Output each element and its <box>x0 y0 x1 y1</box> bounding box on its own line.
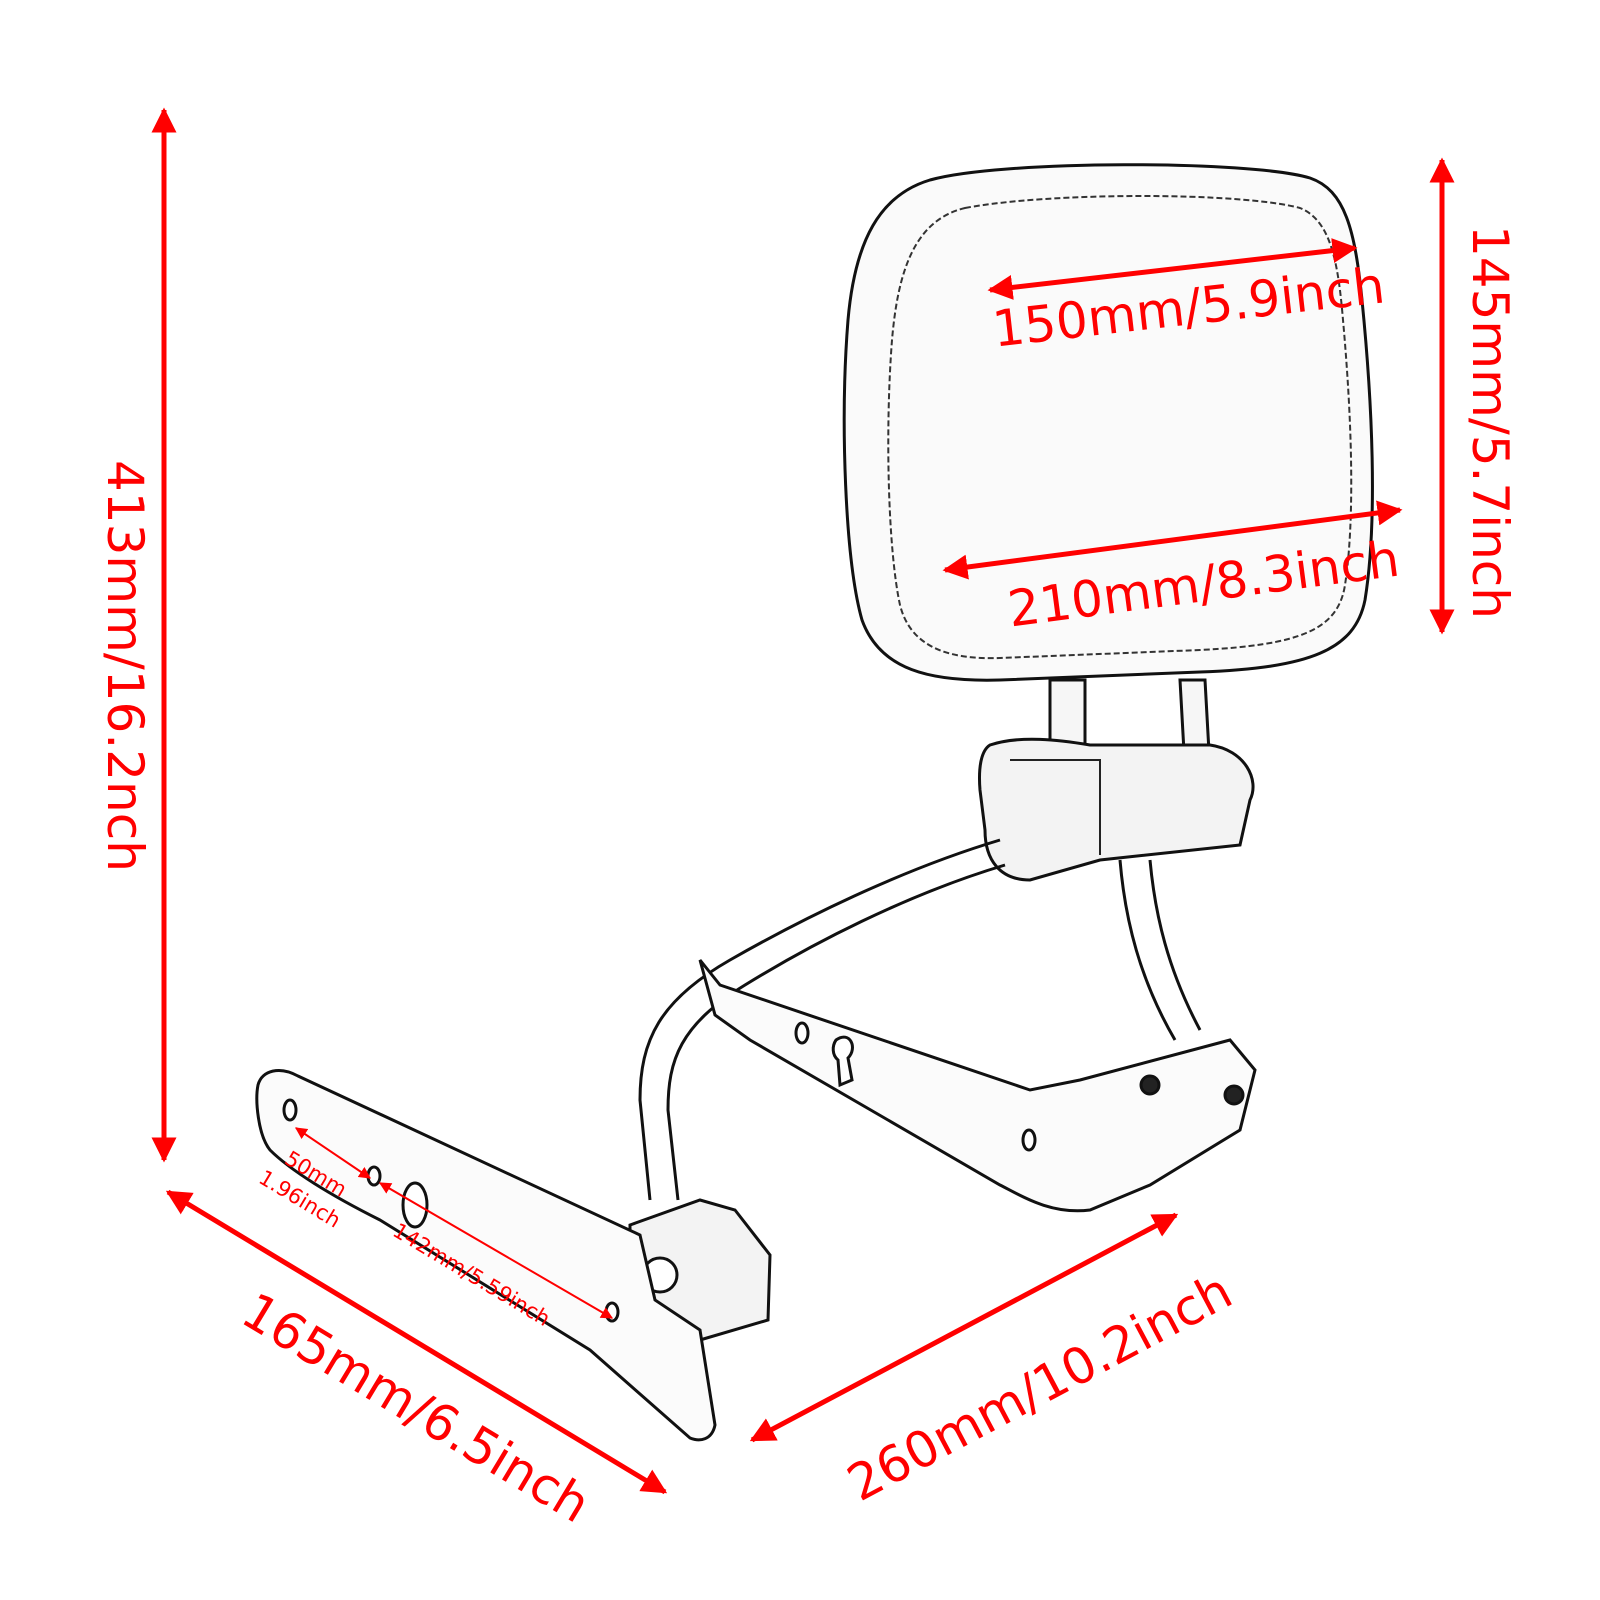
support-tube <box>638 838 1006 1201</box>
rear-strut <box>1118 859 1202 1041</box>
pad-bottom-width-arrow <box>942 500 1403 580</box>
left-depth-arrow <box>165 1189 668 1495</box>
overall-height-label: 413mm/16.2nch <box>96 460 154 872</box>
hole-spacing-small-arrow <box>295 1127 371 1179</box>
right-width-arrow <box>749 1212 1179 1443</box>
pad-top-width-arrow <box>987 238 1358 300</box>
right-bracket-plate <box>698 959 1257 1213</box>
pad-height-label: 145mm/5.7inch <box>1461 225 1519 619</box>
clamp-block <box>978 737 1255 882</box>
hole-spacing-long-arrow <box>378 1182 614 1319</box>
dimension-arrows <box>151 107 1455 1495</box>
